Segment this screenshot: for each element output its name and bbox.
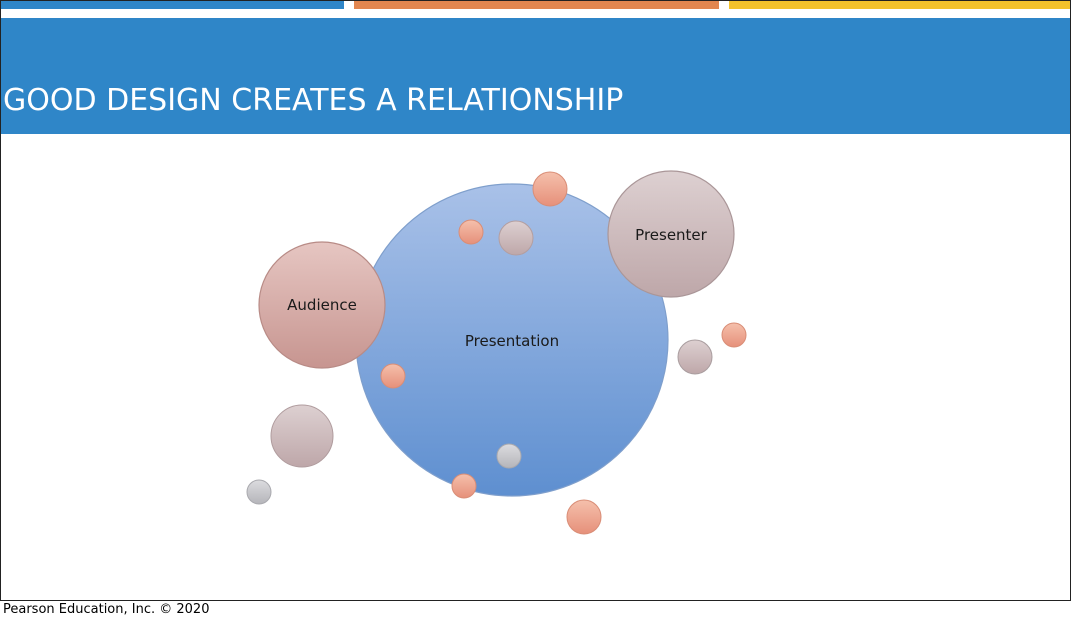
presentation-label: Presentation bbox=[465, 332, 559, 350]
copyright-footer: Pearson Education, Inc. © 2020 bbox=[3, 602, 210, 617]
audience-label: Audience bbox=[287, 296, 357, 314]
accent-bar-blue bbox=[1, 1, 344, 9]
presenter-label: Presenter bbox=[635, 226, 708, 244]
accent-bar-orange bbox=[354, 1, 719, 9]
small-bubble-orange bbox=[458, 219, 484, 245]
relationship-diagram: Presentation Audience Presenter bbox=[246, 170, 747, 535]
small-bubble-orange bbox=[451, 473, 477, 499]
small-bubble-orange bbox=[532, 171, 568, 207]
small-bubble-mauve bbox=[270, 404, 334, 468]
small-bubble-orange bbox=[566, 499, 602, 535]
small-bubble-mauve bbox=[498, 220, 534, 256]
small-bubble-grey bbox=[496, 443, 522, 469]
slide: GOOD DESIGN CREATES A RELATIONSHIP bbox=[0, 0, 1071, 601]
small-bubble-orange bbox=[721, 322, 747, 348]
slide-title: GOOD DESIGN CREATES A RELATIONSHIP bbox=[3, 83, 624, 118]
accent-bar-yellow bbox=[729, 1, 1070, 9]
small-bubble-grey bbox=[246, 479, 272, 505]
small-bubble-grey bbox=[677, 339, 713, 375]
audience-circle bbox=[258, 241, 386, 369]
small-bubble-orange bbox=[380, 363, 406, 389]
presenter-circle bbox=[607, 170, 735, 298]
title-banner bbox=[1, 18, 1070, 134]
